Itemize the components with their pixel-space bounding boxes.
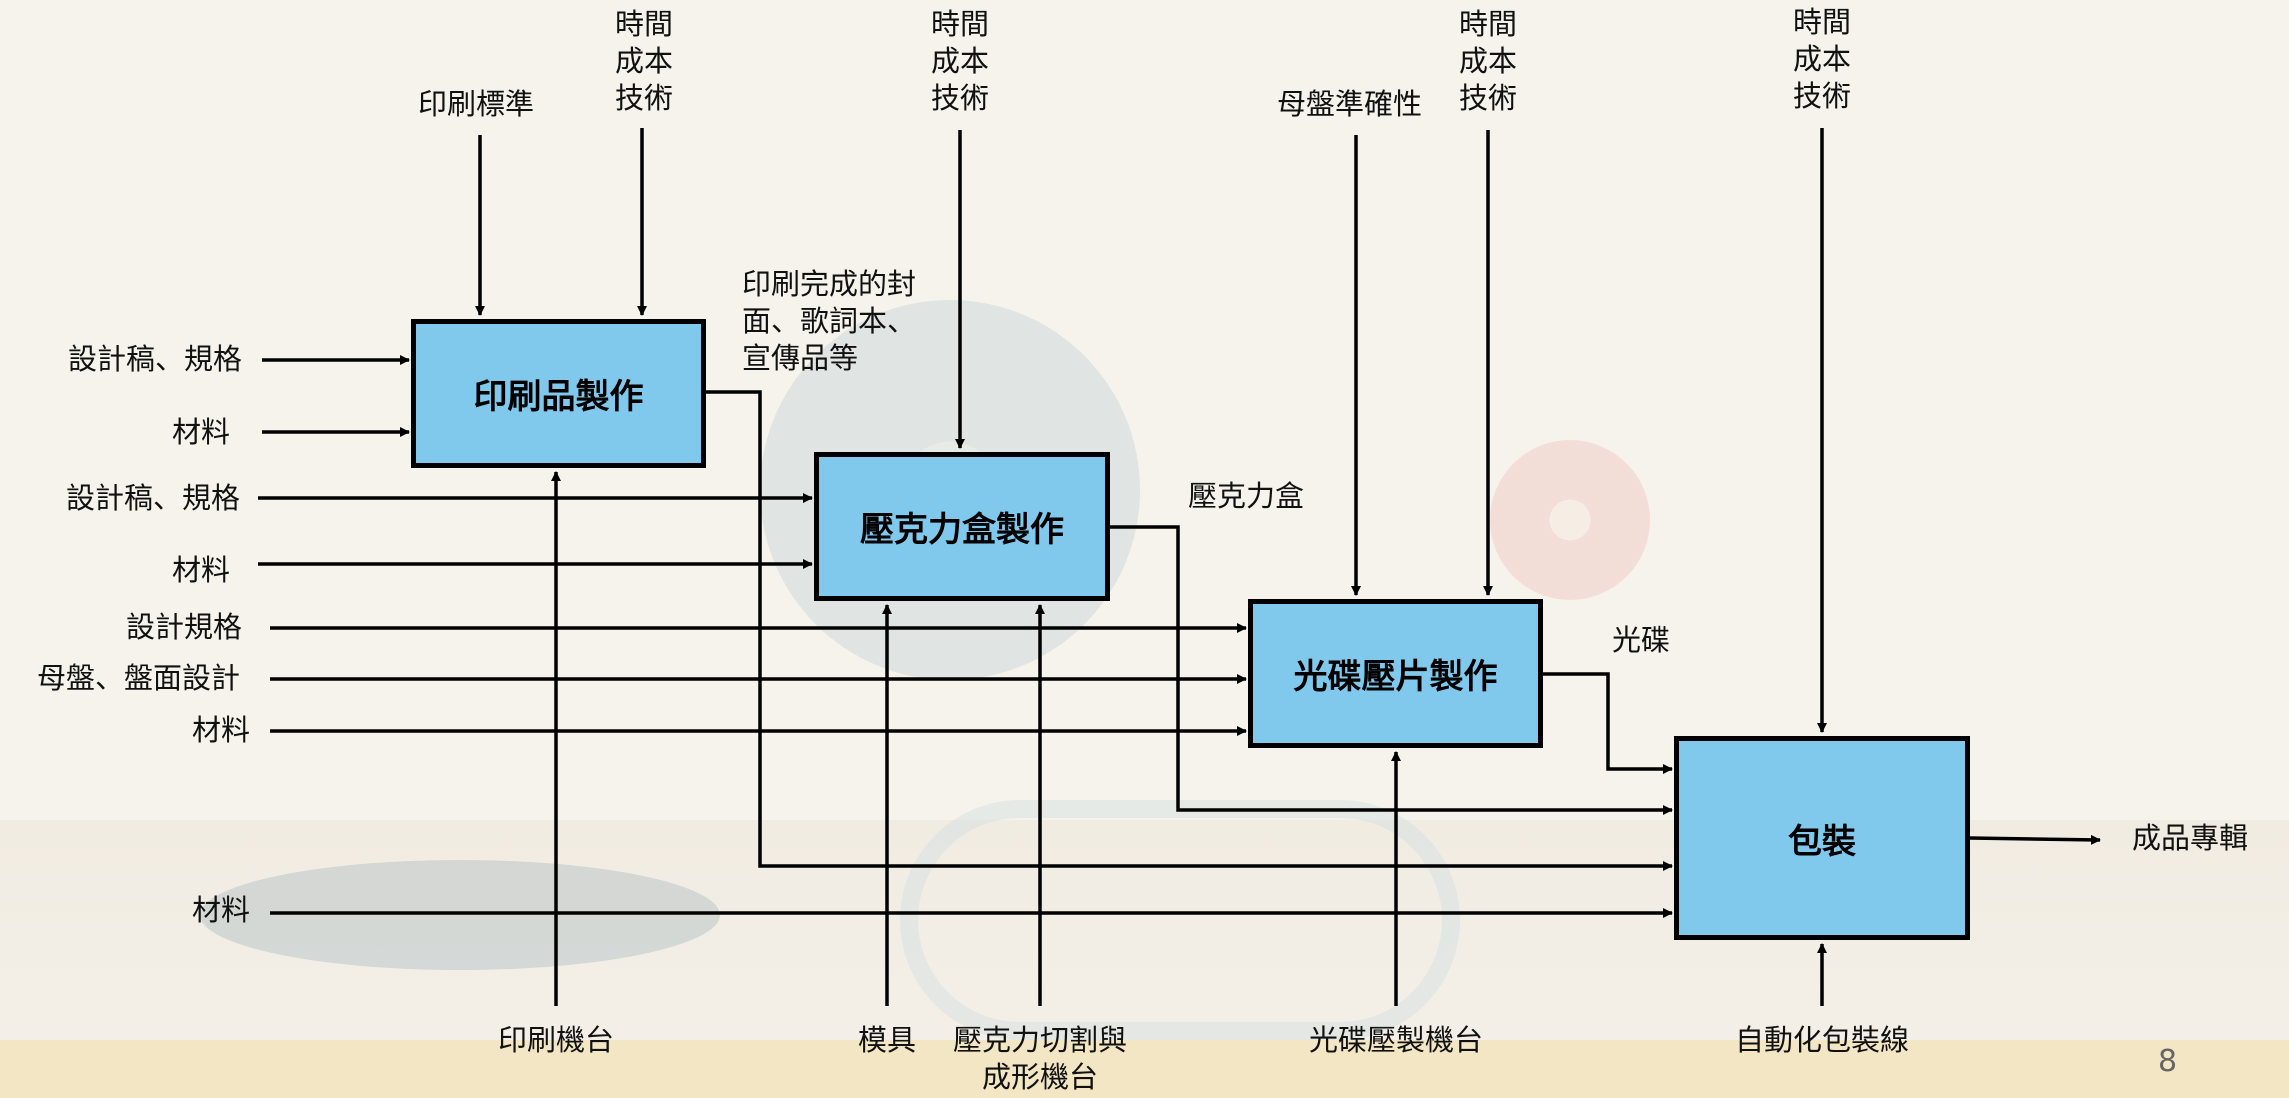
label-input-design-spec-3: 設計規格 bbox=[125, 610, 242, 644]
tcr-time: 時間 bbox=[1792, 5, 1851, 39]
label-input-design-spec-2: 設計稿、規格 bbox=[65, 481, 240, 515]
arrow-output-final bbox=[1969, 834, 2101, 845]
tcr-cost: 成本 bbox=[614, 44, 673, 78]
process-label-acrylic: 壓克力盒製作 bbox=[860, 510, 1064, 550]
arrow-flow-disc-to-packaging bbox=[1543, 672, 1673, 774]
arrow-flow-printed-to-packaging bbox=[706, 390, 1673, 871]
process-box-acrylic: 壓克力盒製作 bbox=[814, 452, 1110, 601]
tcr-cost: 成本 bbox=[1792, 42, 1851, 76]
label-flow-acrylic-box: 壓克力盒 bbox=[1188, 479, 1305, 513]
process-label-disc: 光碟壓片製作 bbox=[1293, 657, 1498, 697]
tcr-time: 時間 bbox=[614, 7, 673, 41]
process-label-packaging: 包裝 bbox=[1788, 821, 1856, 862]
page-number: 8 bbox=[2158, 1044, 2178, 1079]
label-tcr-3: 時間 成本 技術 bbox=[1456, 6, 1520, 117]
process-box-printing: 印刷品製作 bbox=[411, 319, 706, 468]
label-input-material-3: 材料 bbox=[191, 713, 250, 747]
label-flow-printed-output: 印刷完成的封 面、歌詞本、 宣傳品等 bbox=[742, 266, 916, 377]
acrylic-cutting-line-1: 壓克力切割與 bbox=[952, 1023, 1127, 1057]
printed-output-line-3: 宣傳品等 bbox=[742, 341, 859, 375]
label-mech-auto-packaging: 自動化包裝線 bbox=[1734, 1023, 1909, 1057]
process-box-packaging: 包裝 bbox=[1674, 736, 1970, 940]
label-mech-acrylic-cutting: 壓克力切割與 成形機台 bbox=[940, 1022, 1140, 1096]
label-input-master: 母盤、盤面設計 bbox=[36, 661, 240, 695]
acrylic-cutting-line-2: 成形機台 bbox=[981, 1060, 1098, 1094]
label-tcr-2: 時間 成本 技術 bbox=[928, 6, 992, 117]
tcr-cost: 成本 bbox=[1458, 44, 1517, 78]
arrow-flow-acrylic-to-packaging bbox=[1110, 525, 1673, 815]
label-input-design-spec-1: 設計稿、規格 bbox=[67, 342, 242, 376]
label-input-material-2: 材料 bbox=[171, 553, 230, 587]
process-label-printing: 印刷品製作 bbox=[473, 377, 644, 417]
tcr-tech: 技術 bbox=[1458, 81, 1517, 115]
printed-output-line-1: 印刷完成的封 bbox=[742, 267, 917, 301]
label-flow-disc: 光碟 bbox=[1612, 623, 1671, 657]
label-printing-standard: 印刷標準 bbox=[418, 87, 535, 121]
label-mech-mold: 模具 bbox=[857, 1023, 916, 1057]
printed-output-line-2: 面、歌詞本、 bbox=[742, 304, 917, 338]
label-mech-printing-machine: 印刷機台 bbox=[497, 1023, 614, 1057]
label-input-material-4: 材料 bbox=[191, 893, 250, 927]
tcr-tech: 技術 bbox=[930, 81, 989, 115]
label-output-final: 成品專輯 bbox=[2132, 821, 2249, 855]
label-input-material-1: 材料 bbox=[171, 415, 230, 449]
process-box-disc: 光碟壓片製作 bbox=[1248, 599, 1543, 748]
label-tcr-1: 時間 成本 技術 bbox=[612, 6, 676, 117]
label-master-accuracy: 母盤準確性 bbox=[1277, 87, 1423, 121]
tcr-cost: 成本 bbox=[930, 44, 989, 78]
tcr-tech: 技術 bbox=[1792, 79, 1851, 113]
tcr-time: 時間 bbox=[1458, 7, 1517, 41]
tcr-tech: 技術 bbox=[614, 81, 673, 115]
label-mech-disc-press: 光碟壓製機台 bbox=[1308, 1023, 1483, 1057]
label-tcr-4: 時間 成本 技術 bbox=[1790, 4, 1854, 115]
tcr-time: 時間 bbox=[930, 7, 989, 41]
